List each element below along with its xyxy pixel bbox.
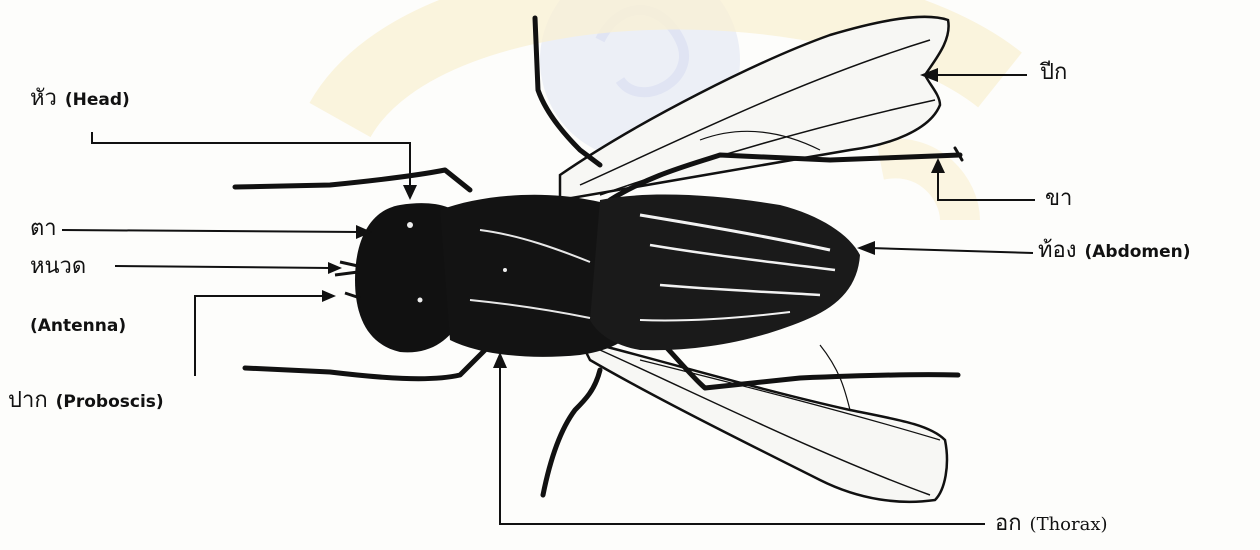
label-wing: ปีก xyxy=(1040,62,1067,84)
fly-body xyxy=(335,195,860,357)
label-proboscis-english: (Proboscis) xyxy=(56,392,164,412)
label-antenna-english-line: (Antenna) xyxy=(30,318,126,335)
label-leg-thai: ขา xyxy=(1045,186,1072,211)
label-proboscis-thai: ปาก xyxy=(8,388,48,413)
lower-wing xyxy=(580,340,947,502)
label-antenna-english: (Antenna) xyxy=(30,316,126,336)
label-antenna: หนวด xyxy=(30,256,86,278)
label-eye-thai: ตา xyxy=(30,216,57,241)
label-abdomen: ท้อง (Abdomen) xyxy=(1038,240,1191,262)
label-head: หัว (Head) xyxy=(30,88,130,110)
label-thorax: อก (Thorax) xyxy=(995,513,1108,535)
fly-abdomen-shape xyxy=(590,195,860,351)
label-head-english: (Head) xyxy=(65,90,130,110)
label-proboscis: ปาก (Proboscis) xyxy=(8,390,164,412)
label-thorax-english: (Thorax) xyxy=(1030,514,1108,535)
label-thorax-thai: อก xyxy=(995,511,1022,536)
label-head-thai: หัว xyxy=(30,86,57,111)
label-abdomen-english: (Abdomen) xyxy=(1084,242,1190,262)
label-leg: ขา xyxy=(1045,188,1072,210)
label-abdomen-thai: ท้อง xyxy=(1038,238,1076,263)
label-eye: ตา xyxy=(30,218,57,240)
label-antenna-thai: หนวด xyxy=(30,254,86,279)
label-wing-thai: ปีก xyxy=(1040,60,1067,85)
